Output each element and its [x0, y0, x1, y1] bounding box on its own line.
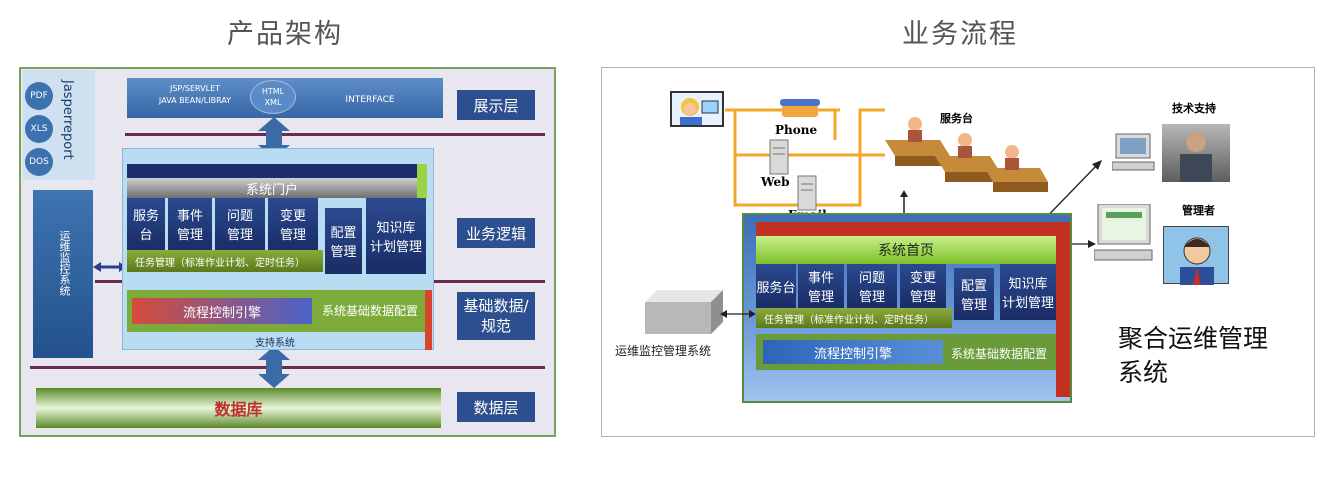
contact-channel-lines	[725, 108, 885, 207]
aggregate-system-title: 聚合运维管理 系统	[1118, 324, 1269, 387]
module-change-management: 变更 管理	[900, 264, 946, 308]
ops-double-arrow-icon	[720, 310, 756, 318]
telephone-icon	[780, 99, 820, 117]
module-problem-management: 问题 管理	[215, 198, 265, 250]
portal-side	[417, 164, 427, 198]
web-label: Web	[761, 175, 790, 189]
layer-business-logic: 业务逻辑	[457, 218, 535, 248]
manager-computer-icon	[1094, 204, 1153, 261]
layer-base-data: 基础数据/ 规范	[457, 292, 535, 340]
layer-divider	[30, 366, 545, 369]
module-service-desk: 服务台	[127, 198, 165, 250]
format-dos: DOS	[25, 148, 53, 176]
jsp-label: JSP/SERVLET JAVA BEAN/LIBRAY	[158, 84, 232, 105]
database-bar: 数据库	[36, 388, 441, 428]
system-home-bar: 系统首页	[756, 236, 1056, 264]
service-desk-agents-icon	[885, 117, 1048, 192]
base-data-config-label: 系统基础数据配置	[950, 347, 1047, 361]
service-desk-label: 服务台	[940, 112, 973, 125]
aggregate-system-side	[1056, 222, 1070, 397]
module-config-management: 配置 管理	[954, 268, 994, 320]
user-avatar-icon	[670, 91, 724, 127]
flow-engine-bar: 流程控制引擎	[132, 298, 312, 324]
format-pdf: PDF	[25, 82, 53, 110]
jasperreport-label: Jasperreport	[60, 80, 75, 160]
tech-support-photo	[1162, 124, 1230, 182]
system-portal-bar: 系统门户	[127, 178, 417, 198]
web-server-icon	[769, 139, 789, 175]
tech-support-label: 技术支持	[1172, 102, 1216, 115]
module-problem-management: 问题 管理	[847, 264, 897, 308]
module-knowledge-base: 知识库 计划管理	[366, 198, 426, 274]
task-management-bar: 任务管理（标准作业计划、定时任务）	[127, 250, 323, 272]
phone-label: Phone	[775, 123, 818, 137]
email-server-icon	[797, 175, 817, 211]
module-incident-management: 事件 管理	[168, 198, 212, 250]
format-xls: XLS	[25, 115, 53, 143]
ops-monitor-box-icon	[645, 290, 723, 334]
module-incident-management: 事件 管理	[798, 264, 844, 308]
tech-support-computer-icon	[1112, 133, 1155, 171]
module-change-management: 变更 管理	[268, 198, 318, 250]
flow-engine-bar: 流程控制引擎	[763, 340, 943, 364]
aggregate-system-top	[756, 222, 1056, 236]
html-xml-oval	[250, 80, 296, 114]
module-knowledge-base: 知识库 计划管理	[1000, 264, 1056, 320]
manager-label: 管理者	[1182, 204, 1215, 217]
portal-top-face	[127, 164, 427, 178]
ops-monitor-system-label: 运维监控管理系统	[615, 344, 712, 358]
manager-avatar-icon	[1163, 226, 1229, 285]
task-management-bar: 任务管理（标准作业计划、定时任务）	[756, 308, 952, 328]
architecture-title: 产品架构	[227, 19, 343, 50]
base-data-config-label: 系统基础数据配置	[321, 304, 418, 318]
ops-monitor-system-box	[33, 190, 93, 358]
layer-presentation: 展示层	[457, 90, 535, 120]
layer-divider	[125, 133, 545, 136]
business-process-title: 业务流程	[902, 19, 1018, 50]
vertical-arrow-icon	[258, 346, 290, 388]
layer-data: 数据层	[457, 392, 535, 422]
module-service-desk: 服务台	[756, 264, 796, 308]
ops-monitor-system-label: 运维监控系统	[58, 230, 71, 296]
support-side	[425, 290, 432, 350]
interface-label: INTERFACE	[345, 95, 395, 105]
support-system-label: 支持系统	[255, 338, 295, 349]
html-xml-label: HTML XML	[261, 87, 285, 107]
module-config-management: 配置 管理	[325, 208, 362, 274]
